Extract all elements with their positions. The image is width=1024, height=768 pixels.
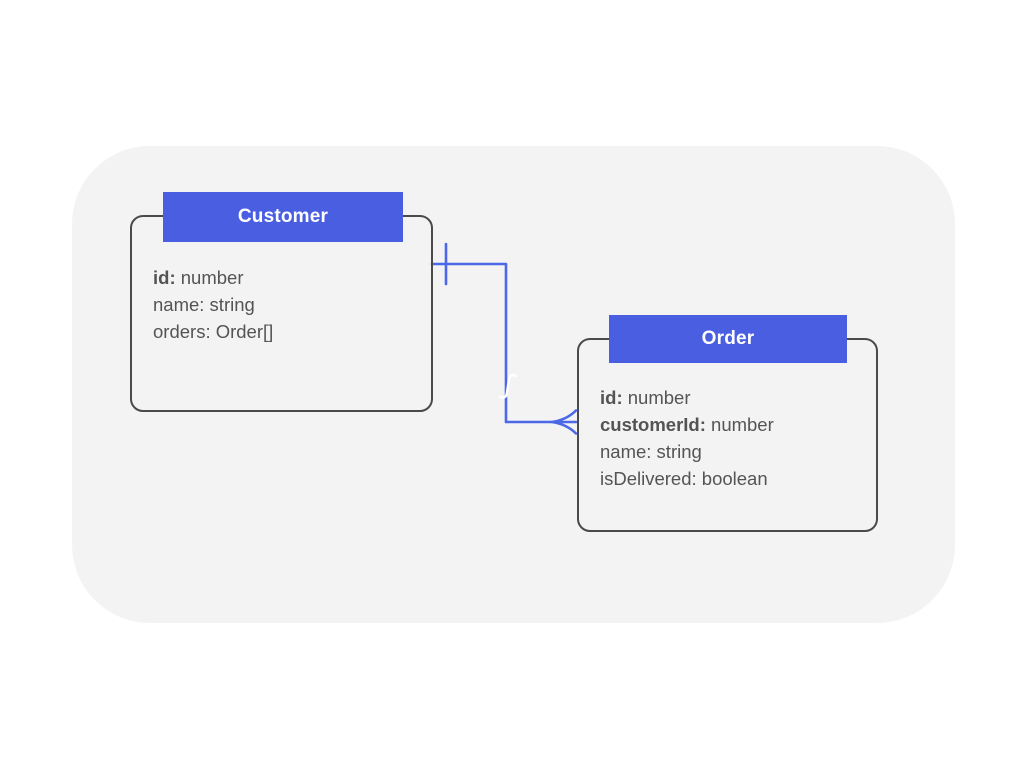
field-key: orders: [153,321,211,342]
field-key: name: [153,294,205,315]
field-key: customerId: [600,414,706,435]
field-key: id: [153,267,176,288]
field-row: customerId: number [600,411,868,438]
field-type: Order[] [210,321,274,342]
field-type: number [175,267,244,288]
field-type: boolean [696,468,768,489]
entity-header-order[interactable]: Order [609,315,847,363]
field-key: isDelivered: [600,468,697,489]
entity-title: Order [701,328,755,349]
field-type: string [651,441,702,462]
field-key: id: [600,387,623,408]
field-type: number [622,387,691,408]
field-row: name: string [153,291,423,318]
field-key: name: [600,441,652,462]
field-row: orders: Order[] [153,318,423,345]
field-type: string [204,294,255,315]
field-row: name: string [600,438,868,465]
field-type: number [705,414,774,435]
field-row: id: number [153,264,423,291]
entity-title: Customer [237,206,329,227]
field-row: isDelivered: boolean [600,465,868,492]
field-row: id: number [600,384,868,411]
entity-header-customer[interactable]: Customer [163,192,403,242]
